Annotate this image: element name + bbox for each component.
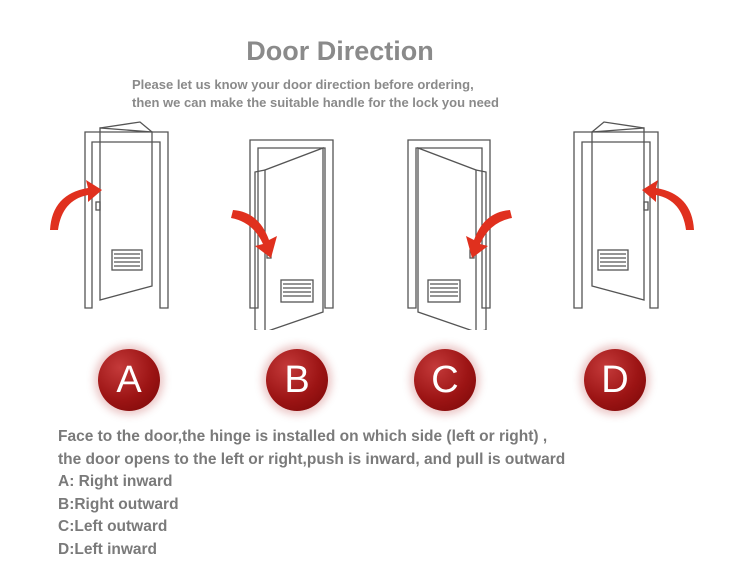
option-a: A: Right inward [58, 473, 173, 490]
door-c-diagram [372, 110, 542, 330]
subtitle-line-2: then we can make the suitable handle for… [132, 95, 499, 110]
door-icon [407, 139, 512, 330]
badge-c: C [414, 349, 476, 411]
curved-arrow-icon [231, 210, 277, 258]
door-d-diagram [540, 110, 710, 330]
door-icon [50, 121, 169, 309]
door-icon [573, 121, 694, 309]
badge-d: D [584, 349, 646, 411]
door-diagrams [0, 110, 750, 330]
door-icon [231, 139, 334, 330]
door-b-diagram [205, 110, 375, 330]
door-a-diagram [40, 110, 210, 330]
option-b: B:Right outward [58, 495, 179, 513]
curved-arrow-icon [50, 180, 102, 230]
subtitle-line-1: Please let us know your door direction b… [132, 77, 474, 92]
badge-b: B [266, 349, 328, 411]
explanation-line-2: the door opens to the left or right,push… [58, 450, 566, 468]
explanation-text: Face to the door,the hinge is installed … [58, 426, 565, 561]
option-c: C:Left outward [58, 518, 168, 535]
curved-arrow-icon [642, 180, 694, 230]
option-d: D:Left inward [58, 540, 158, 558]
explanation-line-1: Face to the door,the hinge is installed … [58, 428, 548, 445]
page-title: Door Direction [246, 36, 434, 66]
badge-a: A [98, 349, 160, 411]
subtitle: Please let us know your door direction b… [132, 76, 499, 112]
curved-arrow-icon [466, 210, 512, 258]
